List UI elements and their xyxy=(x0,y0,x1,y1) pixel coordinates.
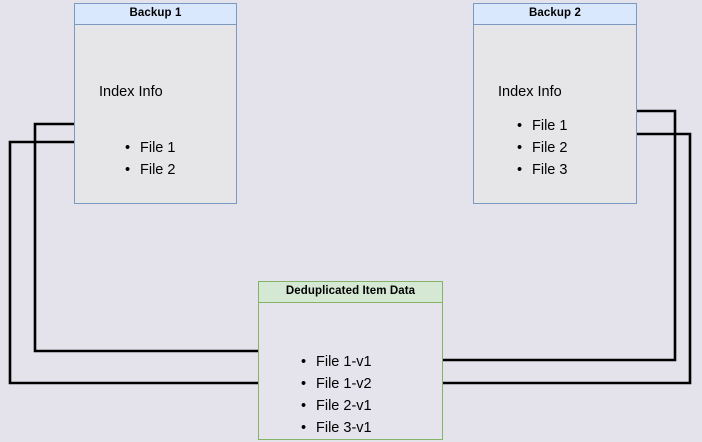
list-item: File 3-v1 xyxy=(301,417,372,439)
deduplicated-item-data-box: Deduplicated Item Data File 1-v1 File 1-… xyxy=(258,281,443,440)
backup-2-title: Backup 2 xyxy=(473,3,637,25)
deduplicated-item-data-title: Deduplicated Item Data xyxy=(258,281,443,303)
backup-1-index-info-label: Index Info xyxy=(99,84,163,100)
list-item: File 1 xyxy=(125,137,175,159)
deduplicated-item-data-body: File 1-v1 File 1-v2 File 2-v1 File 3-v1 xyxy=(258,303,443,440)
list-item: File 1-v2 xyxy=(301,373,372,395)
backup-2-file-list: File 1 File 2 File 3 xyxy=(517,115,567,181)
backup-1-box: Backup 1 Index Info File 1 File 2 xyxy=(74,3,237,204)
list-item: File 2-v1 xyxy=(301,395,372,417)
backup-1-body: Index Info File 1 File 2 xyxy=(74,25,237,204)
list-item: File 2 xyxy=(517,137,567,159)
backup-2-box: Backup 2 Index Info File 1 File 2 File 3 xyxy=(473,3,637,204)
list-item: File 3 xyxy=(517,159,567,181)
backup-2-body: Index Info File 1 File 2 File 3 xyxy=(473,25,637,204)
list-item: File 2 xyxy=(125,159,175,181)
list-item: File 1 xyxy=(517,115,567,137)
list-item: File 1-v1 xyxy=(301,351,372,373)
backup-1-file-list: File 1 File 2 xyxy=(125,137,175,181)
deduplicated-file-list: File 1-v1 File 1-v2 File 2-v1 File 3-v1 xyxy=(301,351,372,439)
backup-1-title: Backup 1 xyxy=(74,3,237,25)
backup-2-index-info-label: Index Info xyxy=(498,84,562,100)
